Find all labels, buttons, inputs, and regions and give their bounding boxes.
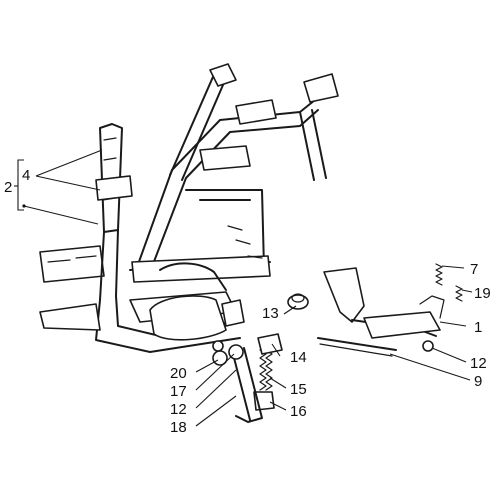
pin-14: [257, 333, 283, 355]
scooter-frame: [39, 63, 339, 353]
callout-1: 1: [474, 319, 482, 336]
spring-19: [455, 285, 463, 302]
callout-2: 2: [4, 179, 12, 196]
callout-20: 20: [170, 365, 187, 382]
callout-labels: 2 4 13 14 15 16 20 17 12 18 7 19 1 12 9: [4, 167, 491, 436]
leader-dot: [22, 204, 26, 208]
stand-rod-9: [317, 337, 397, 351]
spring-15: [259, 349, 267, 391]
callout-7: 7: [470, 261, 478, 278]
callout-17: 17: [170, 383, 187, 400]
callout-16: 16: [290, 403, 307, 420]
callout-13: 13: [262, 305, 279, 322]
callout-14: 14: [290, 349, 307, 366]
callout-4: 4: [22, 167, 30, 184]
callout-12-right: 12: [470, 355, 487, 372]
leader-lines: [14, 149, 473, 427]
callout-9: 9: [474, 373, 482, 390]
stand-leg: [231, 347, 263, 423]
side-stand-assembly: [317, 263, 463, 357]
callout-19: 19: [474, 285, 491, 302]
callout-15: 15: [290, 381, 307, 398]
bushing-12: [422, 340, 434, 352]
callout-12-left: 12: [170, 401, 187, 418]
side-stand-bracket: [323, 267, 365, 323]
callout-18: 18: [170, 419, 187, 436]
spring-7: [435, 263, 443, 286]
